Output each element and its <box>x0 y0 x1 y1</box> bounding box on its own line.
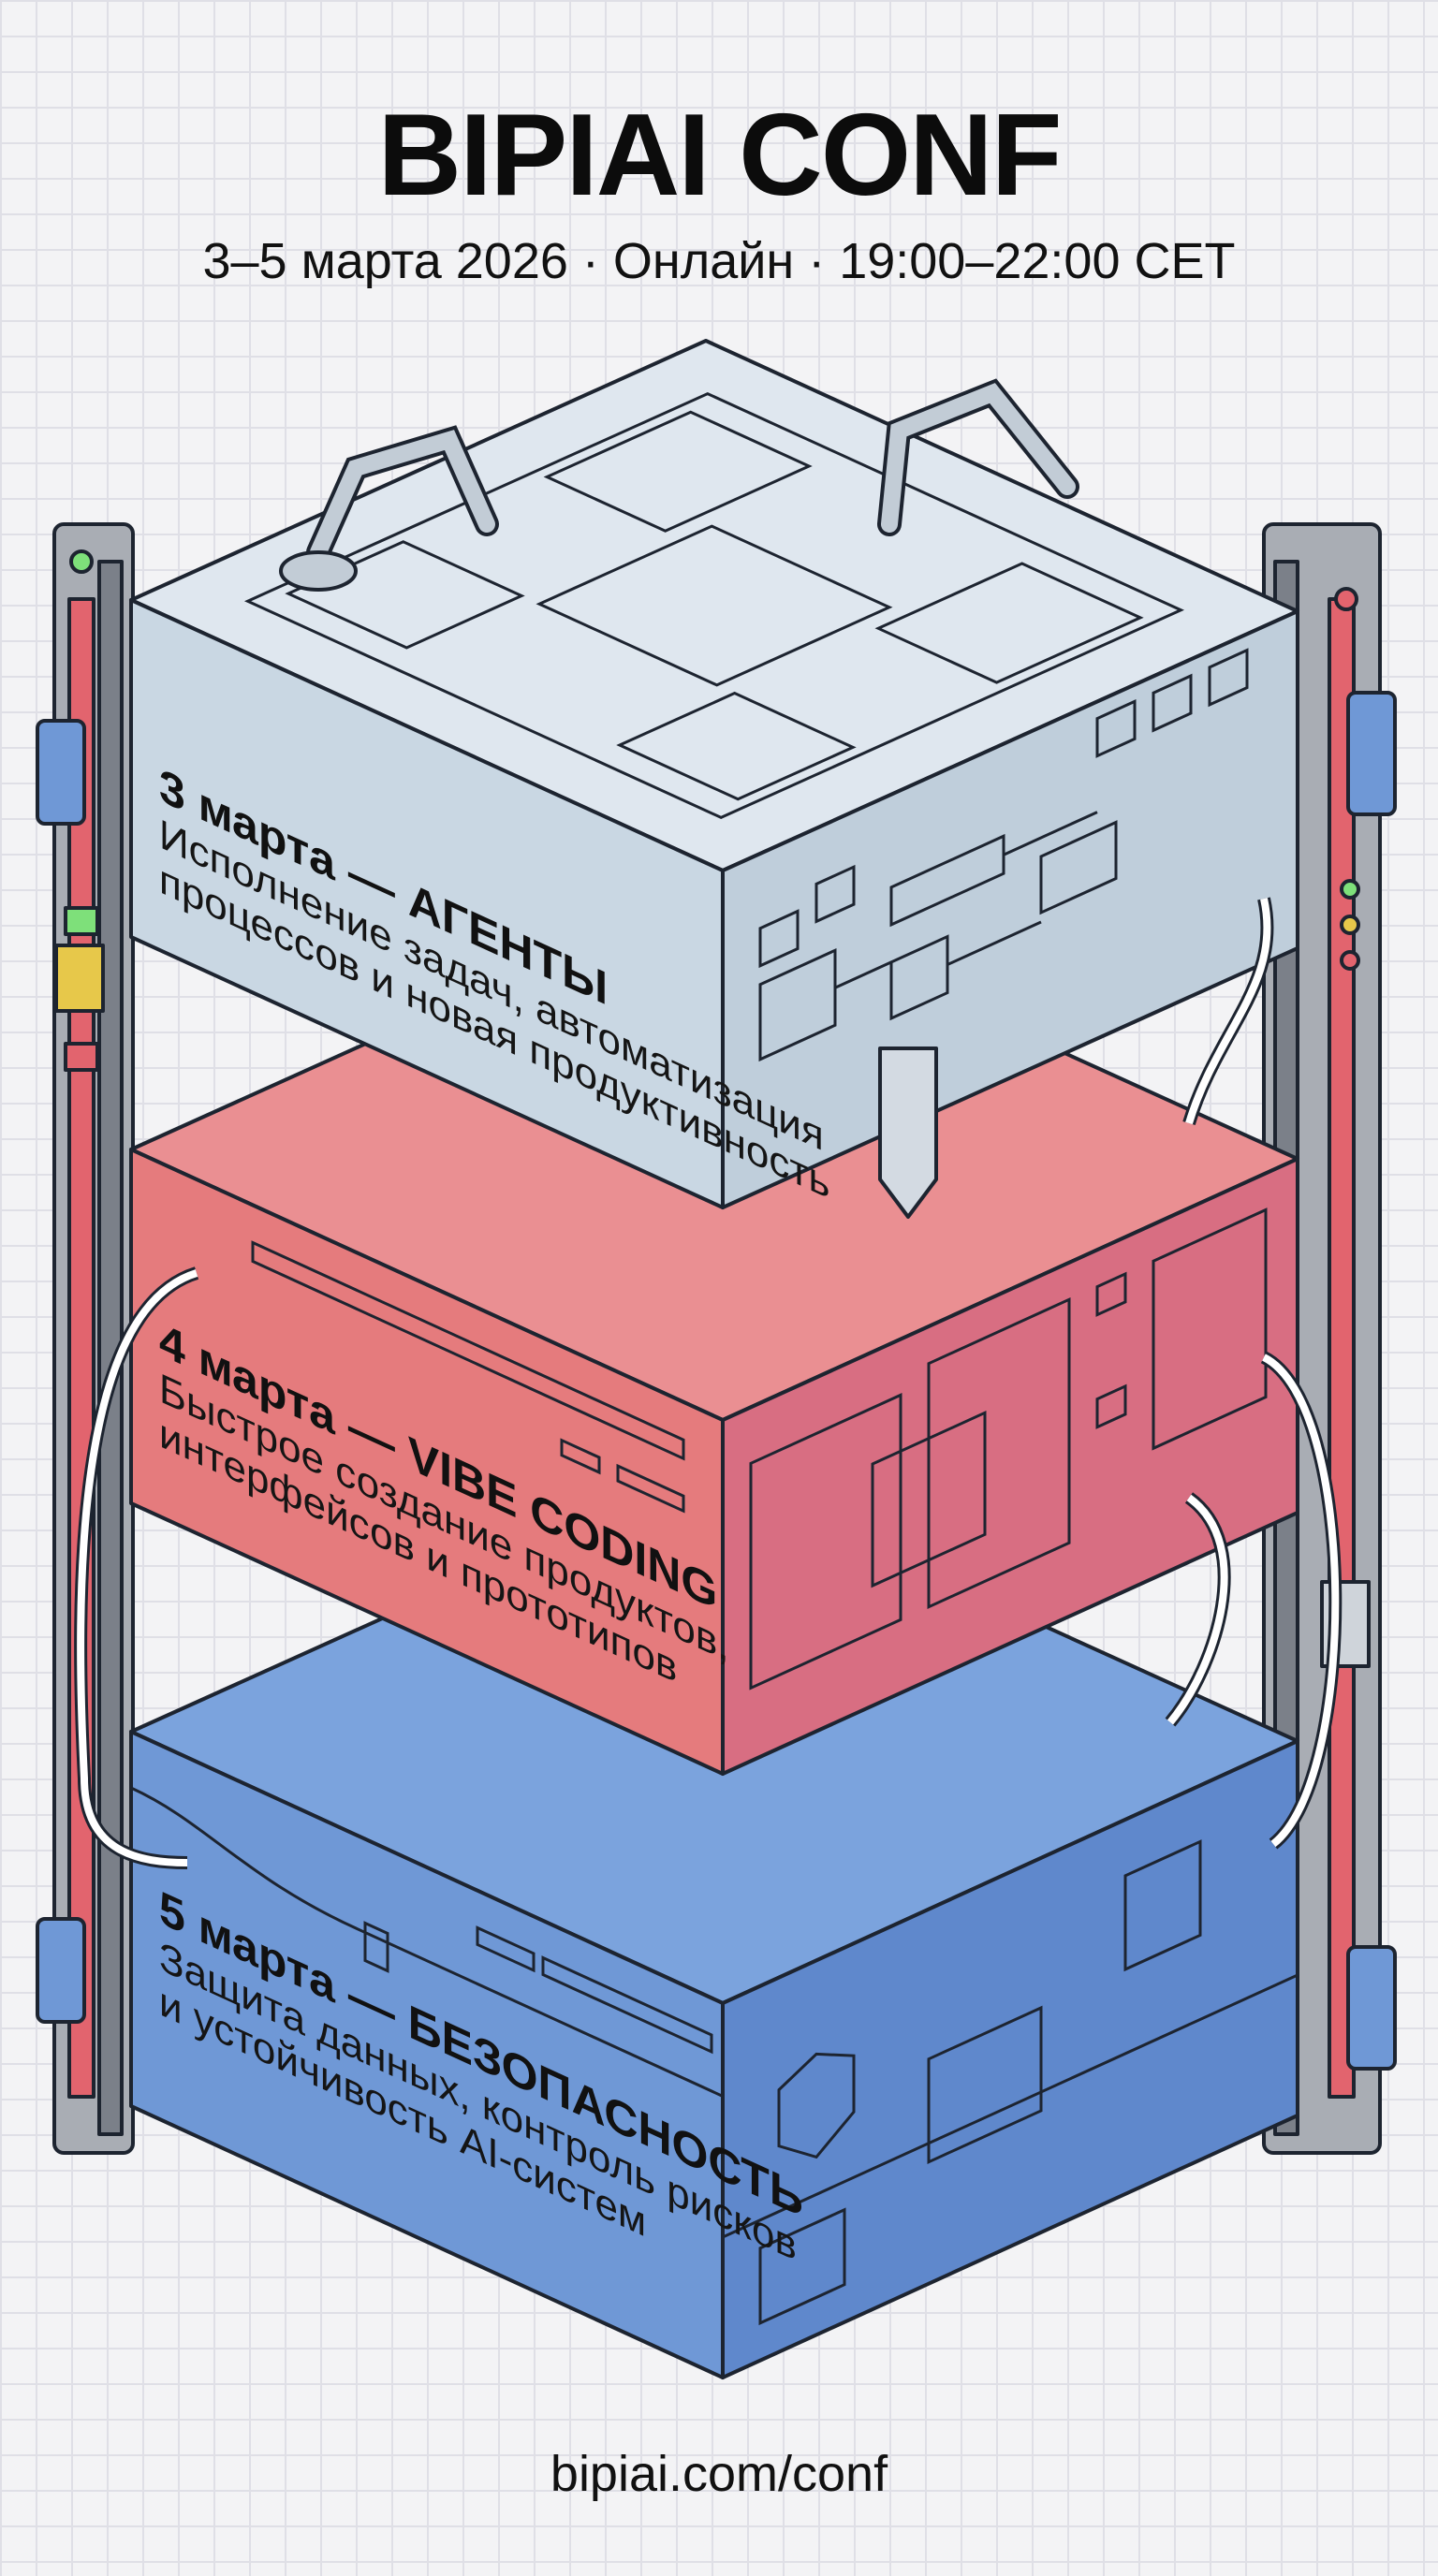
wrench-icon <box>1153 676 1191 730</box>
mail-icon <box>760 912 798 966</box>
shield-icon <box>779 2037 854 2174</box>
conference-title: BIPIAI CONF <box>377 91 1063 220</box>
trash-icon <box>1210 651 1247 705</box>
conference-url[interactable]: bipiai.com/conf <box>550 2446 888 2502</box>
led-icon <box>1340 950 1360 971</box>
port-icon <box>36 1917 86 2024</box>
download-icon <box>1097 701 1135 755</box>
browser-window-icon <box>751 1395 901 1688</box>
robot-arm-icon <box>877 378 1079 536</box>
lock-icon <box>929 2008 1041 2162</box>
port-icon <box>36 719 86 826</box>
event-details: 3–5 марта 2026 · Онлайн · 19:00–22:00 CE… <box>202 233 1236 289</box>
cables <box>74 897 1343 1869</box>
left-rack-post <box>36 522 135 2155</box>
check-icon <box>816 867 854 921</box>
port-icon <box>1346 1945 1397 2071</box>
gear-module-icon <box>539 526 889 685</box>
printer-nozzle-icon <box>878 1046 938 1219</box>
led-icon <box>1340 879 1360 900</box>
robot-arm-icon <box>279 425 499 592</box>
led-icon <box>1340 915 1360 935</box>
agents-module-box: 3 марта — АГЕНТЫ Исполнение задач, автом… <box>131 341 1298 1217</box>
document-icon <box>760 950 835 1059</box>
port-icon <box>1346 691 1397 816</box>
led-icon <box>69 549 94 574</box>
lock-icon <box>760 2210 844 2323</box>
folder-icon <box>1041 822 1116 912</box>
